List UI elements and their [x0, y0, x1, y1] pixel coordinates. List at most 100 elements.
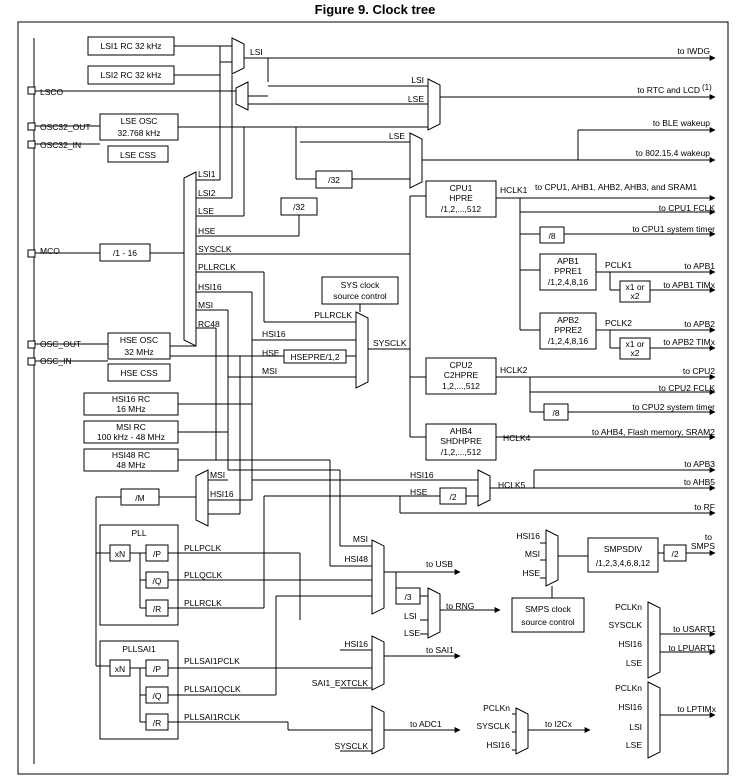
lse-osc-freq: 32.768 kHz [118, 128, 161, 138]
svg-text:32 MHz: 32 MHz [124, 347, 153, 357]
to-cpu1-bus: to CPU1, AHB1, AHB2, AHB3, and SRAM1 [535, 182, 697, 192]
mco-mux [183, 171, 197, 347]
lptimmux-lsi: LSI [629, 722, 642, 732]
pllqclk-label: PLLQCLK [184, 570, 223, 580]
svg-text:HSI16 RC: HSI16 RC [112, 394, 150, 404]
svg-text:/P: /P [153, 549, 161, 559]
to-ahb4: to AHB4, Flash memory, SRAM2 [592, 427, 715, 437]
svg-text:MSI RC: MSI RC [116, 422, 146, 432]
svg-text:HPRE: HPRE [449, 193, 473, 203]
svg-text:/1 - 16: /1 - 16 [113, 248, 137, 258]
smpsmux-hsi16: HSI16 [516, 531, 540, 541]
sai1mux-extclk: SAI1_EXTCLK [312, 678, 369, 688]
pin-mco-label: MCO [40, 246, 60, 256]
lse-oscillator: LSE OSC 32.768 kHz [99, 113, 179, 141]
pclk1-label: PCLK1 [605, 260, 632, 270]
pin-lsco-label: LSCO [40, 87, 64, 97]
mco-lsi1: LSI1 [198, 169, 216, 179]
pin-osc32-out-label: OSC32_OUT [40, 122, 91, 132]
rngmux-lsi: LSI [404, 611, 417, 621]
svg-text:x2: x2 [631, 348, 640, 358]
svg-text:/2: /2 [449, 492, 456, 502]
svg-text:AHB4: AHB4 [450, 426, 472, 436]
lptimmux-pclkn: PCLKn [615, 683, 642, 693]
svg-text:x1 or: x1 or [626, 339, 645, 349]
svg-text:/1,2,4,8,16: /1,2,4,8,16 [548, 277, 588, 287]
hclk1-label: HCLK1 [500, 185, 528, 195]
svg-text:SMPS clock: SMPS clock [525, 604, 572, 614]
svg-text:SYS clock: SYS clock [341, 280, 380, 290]
adcmux-sysclk: SYSCLK [334, 741, 368, 751]
to-apb1: to APB1 [684, 261, 715, 271]
svg-text:/1,2,3,4,6,8,12: /1,2,3,4,6,8,12 [596, 558, 651, 568]
cpu2-timer-divider: /8 [543, 403, 569, 421]
hse-css: HSE CSS [107, 363, 171, 382]
to-ahb5: to AHB5 [684, 477, 715, 487]
lsi2-oscillator: LSI2 RC 32 kHz [87, 65, 175, 85]
apb1-tim-multiplier: x1 or x2 [619, 280, 651, 303]
to-lpuart1: to LPUART1 [668, 643, 716, 653]
svg-text:/R: /R [153, 604, 162, 614]
i2cmux-pclkn: PCLKn [483, 703, 510, 713]
svg-text:/Q: /Q [153, 576, 162, 586]
svg-text:/32: /32 [328, 175, 340, 185]
to-cpu1-system-timer: to CPU1 system timer [632, 224, 715, 234]
sys-clock-source-control: SYS clock source control [321, 276, 399, 305]
pll-q: /Q [145, 571, 169, 589]
rfw-mux-lse: LSE [389, 131, 405, 141]
hclk5-hse: HSE [410, 487, 428, 497]
pin-osc32-out: OSC32_OUT [27, 122, 91, 132]
svg-text:/8: /8 [548, 231, 555, 241]
smps-output-divider: /2 [663, 544, 687, 562]
svg-text:xN: xN [115, 664, 125, 674]
sysmux-pllrclk: PLLRCLK [314, 310, 352, 320]
svg-text:CPU2: CPU2 [450, 360, 473, 370]
sai1mux-hsi16: HSI16 [344, 639, 368, 649]
rngmux-lse: LSE [404, 628, 420, 638]
i2c-mux [515, 707, 529, 755]
svg-text:CPU1: CPU1 [450, 183, 473, 193]
rng-divider: /3 [395, 587, 421, 605]
to-ble-wakeup: to BLE wakeup [653, 118, 710, 128]
svg-text:APB2: APB2 [557, 315, 579, 325]
pll-r: /R [145, 599, 169, 617]
pllrclk-label: PLLRCLK [184, 598, 222, 608]
pll-block: PLL [99, 524, 179, 626]
smps-mux [545, 529, 559, 587]
pllsai1rclk-label: PLLSAI1RCLK [184, 712, 241, 722]
i2cmux-hsi16: HSI16 [486, 740, 510, 750]
svg-text:/1,2,4,8,16: /1,2,4,8,16 [548, 336, 588, 346]
mco-sysclk: SYSCLK [198, 244, 232, 254]
hclk5-hsi16: HSI16 [410, 470, 434, 480]
pclk2-label: PCLK2 [605, 318, 632, 328]
pllsrc-msi: MSI [210, 470, 225, 480]
to-802154-wakeup: to 802.15.4 wakeup [636, 148, 710, 158]
hclk2-label: HCLK2 [500, 365, 528, 375]
divider-32-a: /32 [315, 170, 353, 189]
svg-text:HSE OSC: HSE OSC [120, 335, 158, 345]
usb-mux [371, 539, 385, 615]
lptimmux-lse: LSE [626, 740, 642, 750]
pll-source-mux [195, 469, 209, 527]
svg-text:HSI48 RC: HSI48 RC [112, 450, 150, 460]
to-usart1: to USART1 [673, 624, 716, 634]
sai1-mux [371, 635, 385, 691]
smpsmux-hse: HSE [523, 568, 541, 578]
figure-title: Figure 9. Clock tree [315, 2, 436, 17]
svg-text:/8: /8 [552, 408, 559, 418]
rtc-mux-lse: LSE [408, 94, 424, 104]
svg-text:HSEPRE/1,2: HSEPRE/1,2 [290, 352, 339, 362]
apb2-tim-multiplier: x1 or x2 [619, 337, 651, 360]
lse-css-label: LSE CSS [120, 150, 156, 160]
pllsai1pclk-label: PLLSAI1PCLK [184, 656, 240, 666]
mco-hsi16: HSI16 [198, 282, 222, 292]
lse-css: LSE CSS [107, 145, 169, 163]
to-cpu2: to CPU2 [683, 366, 715, 376]
to-adc1: to ADC1 [410, 719, 442, 729]
to-lptimx: to LPTIMx [677, 704, 716, 714]
svg-text:PLL: PLL [131, 528, 146, 538]
usartmux-pclkn: PCLKn [615, 602, 642, 612]
svg-text:/P: /P [153, 664, 161, 674]
usart-mux [647, 601, 661, 679]
